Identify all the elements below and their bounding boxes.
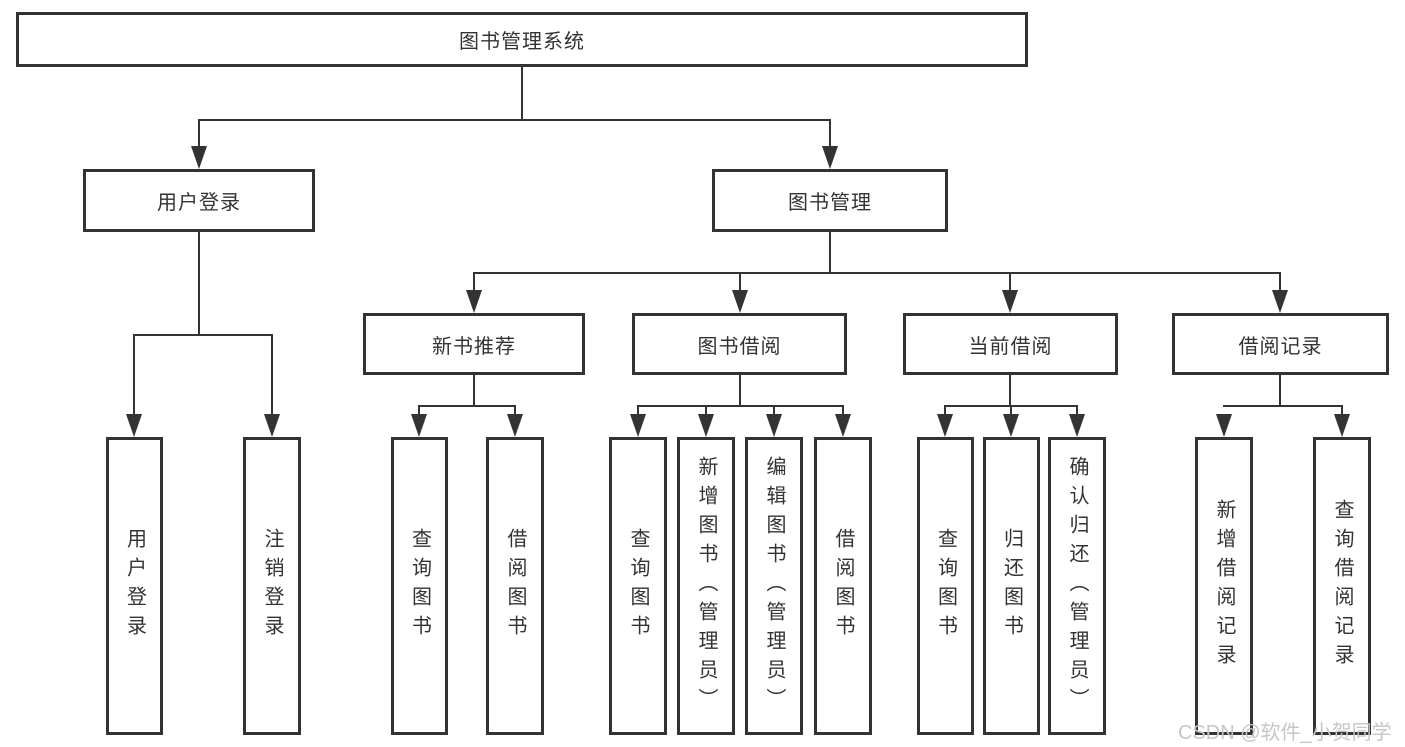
leaf-return-book: 归还图书 xyxy=(983,437,1040,735)
connector xyxy=(514,405,516,417)
leaf-add-borrow-record: 新增借阅记录 xyxy=(1195,437,1253,735)
connector xyxy=(1341,405,1343,417)
leaf-query-borrow-record: 查询借阅记录 xyxy=(1313,437,1371,735)
arrow-down-icon xyxy=(1069,414,1085,437)
connector xyxy=(739,272,741,294)
leaf-add-book-admin: 新增图书（管理员） xyxy=(677,437,735,735)
node-borrowing-records: 借阅记录 xyxy=(1172,313,1389,375)
connector xyxy=(1010,405,1012,417)
arrow-down-icon xyxy=(1002,290,1018,313)
leaf-label: 借阅图书 xyxy=(504,528,526,644)
leaf-query-books-current: 查询图书 xyxy=(917,437,974,735)
leaf-label: 确认归还（管理员） xyxy=(1066,455,1088,717)
arrow-down-icon xyxy=(698,414,714,437)
arrow-down-icon xyxy=(766,414,782,437)
leaf-confirm-return-admin: 确认归还（管理员） xyxy=(1048,437,1106,735)
arrow-down-icon xyxy=(507,414,523,437)
connector xyxy=(133,334,135,416)
arrow-down-icon xyxy=(630,414,646,437)
node-user-login: 用户登录 xyxy=(83,169,315,232)
node-book-management: 图书管理 xyxy=(712,169,948,232)
arrow-down-icon xyxy=(937,414,953,437)
connector xyxy=(418,405,516,407)
leaf-label: 新增图书（管理员） xyxy=(695,455,717,717)
connector xyxy=(944,405,946,417)
leaf-label: 编辑图书（管理员） xyxy=(763,455,785,717)
leaf-query-books-recommend: 查询图书 xyxy=(391,437,448,735)
node-current-borrowing: 当前借阅 xyxy=(903,313,1118,375)
arrow-down-icon xyxy=(191,146,207,169)
connector xyxy=(1223,405,1343,407)
leaf-label: 借阅图书 xyxy=(832,528,854,644)
leaf-borrow-books: 借阅图书 xyxy=(814,437,872,735)
arrow-down-icon xyxy=(1272,290,1288,313)
leaf-label: 新增借阅记录 xyxy=(1213,499,1235,673)
connector xyxy=(521,66,523,120)
connector xyxy=(637,405,844,407)
leaf-label: 用户登录 xyxy=(123,528,146,644)
node-book-borrowing: 图书借阅 xyxy=(632,313,847,375)
arrow-down-icon xyxy=(835,414,851,437)
leaf-borrow-books-recommend: 借阅图书 xyxy=(486,437,544,735)
arrow-down-icon xyxy=(466,290,482,313)
leaf-label: 查询图书 xyxy=(627,528,649,644)
connector xyxy=(271,334,273,416)
connector xyxy=(1279,373,1281,407)
connector xyxy=(1009,272,1011,294)
connector xyxy=(637,405,639,417)
connector xyxy=(418,405,420,417)
connector xyxy=(198,119,200,149)
connector xyxy=(1009,373,1011,407)
leaf-edit-book-admin: 编辑图书（管理员） xyxy=(745,437,803,735)
arrow-down-icon xyxy=(1003,414,1019,437)
connector xyxy=(198,230,200,336)
arrow-down-icon xyxy=(126,414,142,437)
watermark: CSDN @软件_小贺同学 xyxy=(1178,722,1392,744)
arrow-down-icon xyxy=(732,290,748,313)
connector xyxy=(705,405,707,417)
connector xyxy=(1076,405,1078,417)
connector xyxy=(198,119,831,121)
connector xyxy=(739,373,741,407)
arrow-down-icon xyxy=(411,414,427,437)
connector xyxy=(473,272,475,294)
connector xyxy=(773,405,775,417)
leaf-label: 注销登录 xyxy=(261,528,283,644)
arrow-down-icon xyxy=(1334,414,1350,437)
leaf-label: 查询借阅记录 xyxy=(1331,499,1353,673)
leaf-label: 归还图书 xyxy=(1000,528,1023,644)
leaf-logout: 注销登录 xyxy=(243,437,301,735)
connector xyxy=(1279,272,1281,294)
node-new-book-recommendation: 新书推荐 xyxy=(363,313,585,375)
connector xyxy=(474,272,1281,274)
connector xyxy=(842,405,844,417)
arrow-down-icon xyxy=(822,146,838,169)
leaf-label: 查询图书 xyxy=(934,528,957,644)
leaf-label: 查询图书 xyxy=(408,528,431,644)
node-library-management-system: 图书管理系统 xyxy=(16,12,1028,67)
arrow-down-icon xyxy=(264,414,280,437)
connector xyxy=(473,373,475,407)
leaf-query-books-borrow: 查询图书 xyxy=(609,437,667,735)
arrow-down-icon xyxy=(1216,414,1232,437)
connector xyxy=(829,119,831,149)
connector xyxy=(829,230,831,274)
connector xyxy=(134,334,273,336)
leaf-user-login: 用户登录 xyxy=(106,437,163,735)
